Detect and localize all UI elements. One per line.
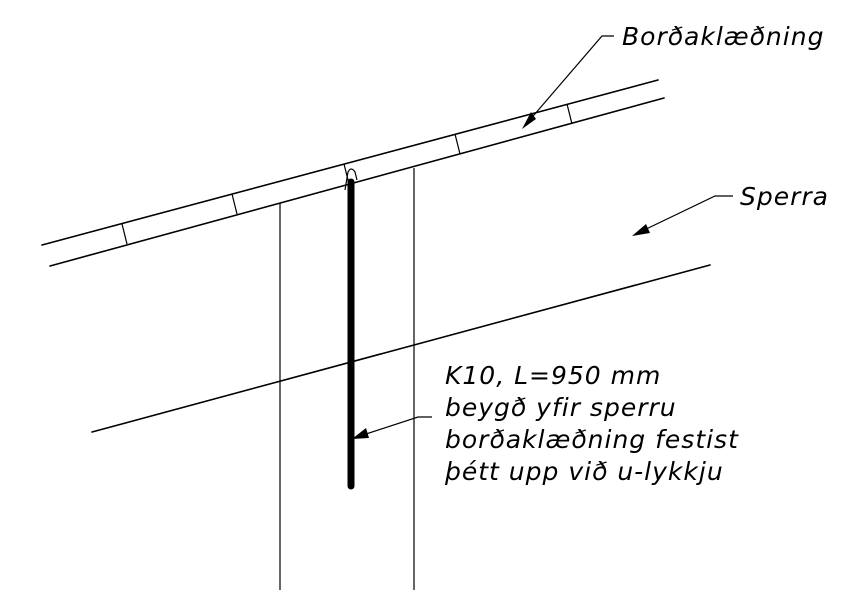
label-cladding: Borðaklæðning <box>622 22 824 51</box>
note-line-3: borðaklæðning festist <box>445 425 739 454</box>
label-rafter: Sperra <box>740 182 829 211</box>
cladding-bottom-edge <box>49 97 665 267</box>
arrowhead <box>522 112 536 129</box>
board-joint <box>454 133 461 155</box>
cladding-boards <box>41 79 665 267</box>
rafter-bottom-edge <box>91 264 711 433</box>
board-joint <box>121 223 128 245</box>
arrowhead <box>352 428 369 439</box>
arrowhead <box>632 224 650 236</box>
note-line-2: beygð yfir sperru <box>445 393 677 422</box>
note-line-1: K10, L=950 mm <box>445 361 661 390</box>
rafter-leader <box>632 195 733 236</box>
u-loop-bend <box>344 168 358 191</box>
rebar-note-leader <box>352 416 432 439</box>
note-line-4: þétt upp við u-lykkju <box>444 457 724 486</box>
board-joint <box>566 103 573 125</box>
cladding-top-edge <box>41 79 659 246</box>
rebar-note: K10, L=950 mm beygð yfir sperru borðaklæ… <box>444 361 739 486</box>
cladding-leader <box>522 35 614 129</box>
board-joint <box>231 193 238 215</box>
